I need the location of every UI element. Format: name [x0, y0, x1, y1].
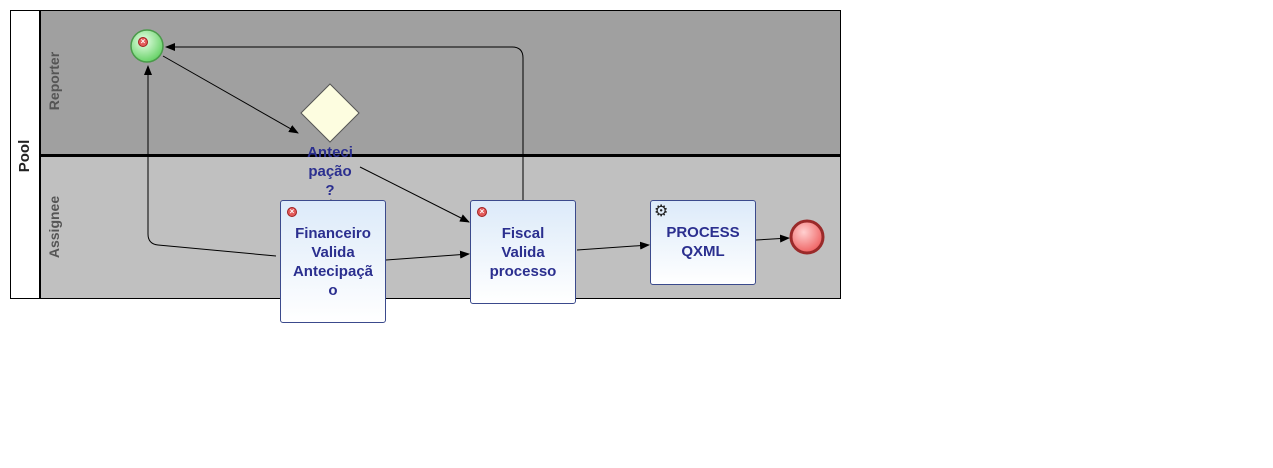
- gear-icon: ⚙: [654, 203, 669, 220]
- pool-header: Pool: [10, 10, 40, 299]
- end-event[interactable]: [789, 219, 825, 255]
- task-label-line: Fiscal: [501, 224, 545, 242]
- error-icon: ×: [477, 207, 487, 217]
- gateway-label-line-3: ?: [325, 182, 335, 199]
- flow-process-to-end[interactable]: [755, 234, 790, 243]
- task-label: Financeiro Valida Antecipaçã o: [293, 224, 373, 300]
- exclusive-gateway[interactable]: [300, 83, 360, 143]
- task-label-line: o: [328, 281, 338, 299]
- task-label-line: Financeiro: [295, 224, 371, 242]
- task-label-line: Antecipaçã: [292, 262, 374, 280]
- task-label-line: processo: [489, 262, 557, 280]
- flow-financeiro-to-start[interactable]: [144, 65, 277, 257]
- task-process-qxml[interactable]: PROCESS QXML: [650, 200, 756, 285]
- task-financeiro-valida-antecipacao[interactable]: Financeiro Valida Antecipaçã o: [280, 200, 386, 323]
- flow-fiscal-to-process[interactable]: [576, 241, 650, 251]
- lane-reporter[interactable]: Reporter: [40, 10, 841, 155]
- task-fiscal-valida-processo[interactable]: Fiscal Valida processo: [470, 200, 576, 304]
- error-icon: ×: [287, 207, 297, 217]
- task-label-line: QXML: [681, 243, 725, 260]
- task-label-line: Valida: [311, 243, 355, 261]
- task-label: PROCESS QXML: [666, 223, 739, 261]
- task-label-line: PROCESS: [666, 224, 740, 241]
- gateway-label-line-2: pação: [308, 163, 352, 180]
- error-icon: ×: [138, 37, 148, 47]
- flow-fiscal-to-start[interactable]: [165, 43, 524, 200]
- task-label-line: Valida: [501, 243, 545, 261]
- flow-gateway-to-fiscal[interactable]: [359, 166, 470, 223]
- start-event[interactable]: [130, 29, 164, 63]
- flow-start-to-gateway[interactable]: [162, 55, 299, 134]
- gateway-label-line-1: Anteci: [307, 144, 353, 161]
- gateway-label: Anteci pação ?: [295, 143, 365, 200]
- flow-financeiro-to-fiscal[interactable]: [385, 250, 470, 261]
- task-label: Fiscal Valida processo: [490, 224, 557, 281]
